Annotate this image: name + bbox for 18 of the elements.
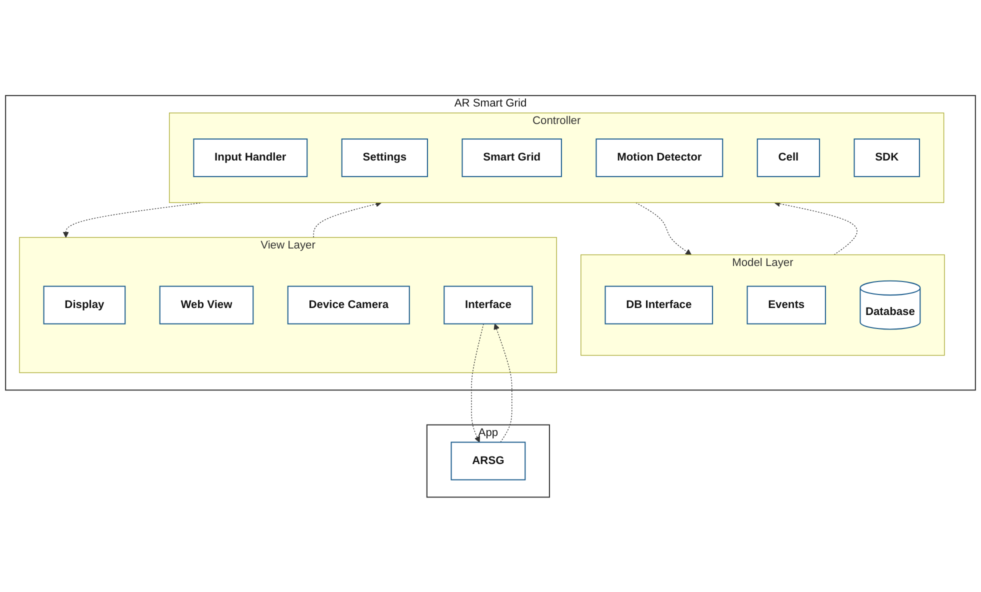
arrow xyxy=(471,323,484,442)
node-box: Cell xyxy=(756,138,820,177)
node-box: Motion Detector xyxy=(596,138,724,177)
node-box: DB Interface xyxy=(604,285,714,324)
arrow xyxy=(636,202,692,255)
node-box: Interface xyxy=(444,285,533,324)
node-box: Smart Grid xyxy=(462,138,562,177)
node-box: Display xyxy=(43,285,126,324)
arrow xyxy=(774,200,858,255)
arrow xyxy=(494,323,512,442)
node-box: SDK xyxy=(854,138,920,177)
arrow xyxy=(313,200,382,238)
node-box: Input Handler xyxy=(193,138,308,177)
node-box: Device Camera xyxy=(287,285,410,324)
node-box: Web View xyxy=(159,285,254,324)
node-box: ARSG xyxy=(450,441,526,480)
node-box: Events xyxy=(746,285,826,324)
node-box: Settings xyxy=(341,138,428,177)
